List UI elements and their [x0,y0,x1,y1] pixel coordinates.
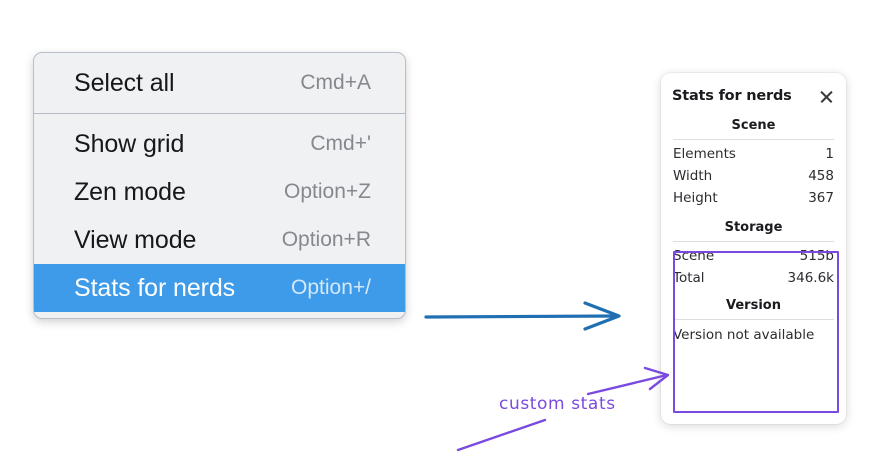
custom-stats-annotation-label: custom stats [499,394,616,414]
version-note: Version not available [673,327,815,343]
menu-item-label: View mode [74,225,197,254]
menu-item-label: Show grid [74,129,185,158]
menu-item-zen-mode[interactable]: Zen mode Option+Z [34,168,405,216]
section-rule [673,241,834,242]
stat-row: Height 367 [672,187,835,209]
menu-divider [34,113,405,114]
menu-item-label: Select all [74,68,175,97]
section-rule [673,319,834,320]
close-icon[interactable] [818,88,835,105]
stat-row: Scene 515b [672,245,835,267]
stats-panel-header: Stats for nerds [672,83,835,109]
stat-value: 367 [808,190,834,206]
menu-item-label: Stats for nerds [74,273,236,302]
stat-key: Total [673,270,705,286]
menu-section-1: Select all Cmd+A [34,53,405,113]
stat-value: 1 [825,146,834,162]
menu-item-stats-for-nerds[interactable]: Stats for nerds Option+/ [34,264,405,312]
section-heading-version: Version [726,298,781,313]
menu-item-shortcut: Cmd+' [310,132,371,155]
stat-value: 515b [799,248,834,264]
menu-item-shortcut: Cmd+A [300,71,371,94]
purple-underline-stroke [456,418,547,452]
stat-row: Width 458 [672,165,835,187]
custom-stats-group: Storage Scene 515b Total 346.6k Version … [672,209,835,347]
stat-key: Elements [673,146,736,162]
menu-item-label: Zen mode [74,177,186,206]
stat-value: 346.6k [787,270,834,286]
stat-key: Width [673,168,713,184]
menu-section-2: Show grid Cmd+' Zen mode Option+Z View m… [34,114,405,318]
stat-key: Height [673,190,718,206]
section-heading-scene: Scene [731,118,776,133]
context-menu[interactable]: Select all Cmd+A Show grid Cmd+' Zen mod… [33,52,406,319]
purple-arrow-to-custom-stats [586,366,670,396]
menu-item-shortcut: Option+R [281,228,371,251]
stat-value: 458 [808,168,834,184]
stat-key: Scene [673,248,715,264]
menu-item-shortcut: Option+Z [284,180,371,203]
blue-arrow-menu-to-panel [424,301,621,331]
stats-panel-title: Stats for nerds [672,88,792,104]
section-heading-storage: Storage [724,220,783,235]
menu-item-show-grid[interactable]: Show grid Cmd+' [34,120,405,168]
menu-item-select-all[interactable]: Select all Cmd+A [34,59,405,107]
stat-row: Elements 1 [672,143,835,165]
stat-row: Total 346.6k [672,267,835,289]
section-rule [673,139,834,140]
stats-for-nerds-panel: Stats for nerds Scene Elements 1 Width 4… [661,73,846,424]
menu-item-view-mode[interactable]: View mode Option+R [34,216,405,264]
menu-item-shortcut: Option+/ [291,276,371,299]
